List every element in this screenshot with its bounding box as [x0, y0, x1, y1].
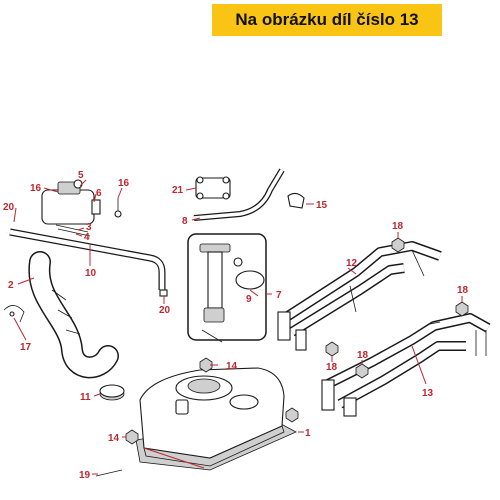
callout-21: 21 [172, 185, 184, 196]
clip-15 [287, 192, 305, 209]
callout-8: 8 [182, 216, 188, 227]
frame-13 [321, 313, 491, 417]
callout-18-d: 18 [357, 350, 369, 361]
part-number-banner: Na obrázku díl číslo 13 [212, 4, 442, 36]
callout-9: 9 [246, 294, 252, 305]
callout-13: 13 [422, 388, 434, 399]
nut-18c [325, 341, 339, 357]
bolt-1 [285, 407, 299, 423]
callout-15: 15 [316, 200, 328, 211]
strap-19 [95, 469, 123, 477]
callout-19: 19 [79, 470, 91, 481]
callout-3: 3 [86, 222, 92, 233]
clip-20 [159, 289, 168, 297]
callout-20-b: 20 [159, 305, 171, 316]
callout-labels: 5 16 6 16 20 3 4 10 2 20 17 11 21 8 15 9… [3, 170, 469, 481]
nut-14a [199, 357, 213, 373]
callout-10: 10 [85, 268, 97, 279]
callout-18-c: 18 [326, 362, 338, 373]
breather-hose-8 [193, 168, 285, 221]
nut-14b [125, 429, 139, 445]
banner-text: Na obrázku díl číslo 13 [235, 10, 419, 29]
clamp-17 [3, 305, 25, 323]
filler-hose-20 [5, 212, 41, 233]
fuel-tank-1 [135, 367, 297, 471]
callout-18-a: 18 [392, 221, 404, 232]
vent-tube-10 [9, 228, 166, 290]
callout-11: 11 [80, 392, 91, 403]
fuel-cap-11 [99, 384, 125, 401]
callout-5: 5 [78, 170, 84, 181]
callout-17: 17 [20, 342, 32, 353]
callout-6: 6 [96, 188, 102, 199]
callout-14-b: 14 [108, 433, 120, 444]
filler-hose-2 [28, 251, 119, 379]
leader-lines [13, 179, 463, 475]
bracket-21 [195, 176, 231, 200]
callout-14: 14 [226, 361, 238, 372]
callout-4: 4 [84, 232, 90, 243]
fuel-pump-box [187, 233, 267, 343]
callout-2: 2 [8, 280, 14, 291]
callout-16-b: 16 [118, 178, 130, 189]
callout-20: 20 [3, 202, 15, 213]
bolt-16 [114, 198, 122, 218]
callout-1: 1 [305, 428, 311, 439]
callout-7: 7 [276, 290, 282, 301]
callout-18-b: 18 [457, 285, 469, 296]
callout-12: 12 [346, 258, 358, 269]
filler-neck-assembly [41, 179, 101, 237]
frame-12 [277, 241, 442, 351]
callout-16: 16 [30, 183, 42, 194]
